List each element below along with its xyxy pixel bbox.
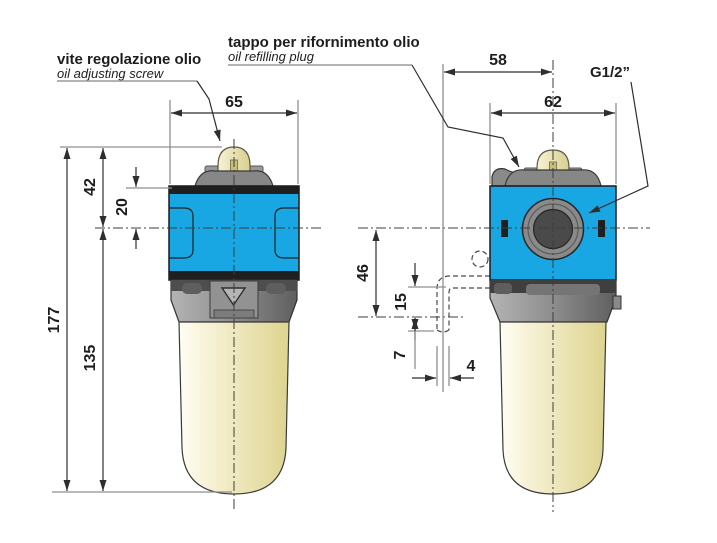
- leader-adjust-screw: [196, 80, 221, 142]
- dim-total-height: 177: [46, 148, 71, 491]
- left-body-groove-right: [274, 207, 299, 259]
- dim-axis-to-bottom: 135: [82, 229, 107, 491]
- dim-label-65: 65: [225, 94, 243, 111]
- label-refill-plug-en: oil refilling plug: [228, 49, 315, 64]
- left-ring-notch-left: [182, 283, 202, 294]
- dim-label-177: 177: [46, 307, 63, 334]
- dimensions: 65 62 58 177 42 135 20 46: [46, 52, 615, 491]
- dim-tube-below-level: 7: [392, 318, 419, 369]
- callout-port-size: G1/2”: [588, 64, 649, 214]
- dim-label-20: 20: [114, 198, 131, 216]
- label-refill-plug-it: tappo per rifornimento olio: [228, 34, 420, 51]
- left-unit-front-view: [95, 139, 322, 512]
- dim-label-58: 58: [489, 52, 507, 69]
- dim-label-4: 4: [467, 358, 476, 375]
- right-unit-side-view: [358, 60, 650, 512]
- dim-top-to-axis: 42: [82, 148, 107, 227]
- dim-axis-to-oil-level: 46: [355, 230, 380, 316]
- right-ring-inset: [526, 284, 600, 295]
- dim-plug-offset: 58: [444, 52, 552, 76]
- dim-label-46: 46: [355, 264, 372, 282]
- right-ring-notch: [494, 283, 512, 294]
- hidden-orifice-circle: [471, 250, 489, 268]
- dim-label-135: 135: [82, 345, 99, 372]
- callout-oil-adjusting-screw: vite regolazione olio oil adjusting scre…: [57, 51, 221, 142]
- callout-oil-refill-plug: tappo per rifornimento olio oil refillin…: [228, 34, 520, 168]
- label-adjust-screw-en: oil adjusting screw: [57, 66, 165, 81]
- label-adjust-screw-it: vite regolazione olio: [57, 51, 201, 68]
- left-body-groove-left: [169, 207, 194, 259]
- dim-label-62: 62: [544, 94, 562, 111]
- left-body-bottom-strip: [169, 271, 299, 280]
- dim-label-42: 42: [82, 178, 99, 196]
- tube-outer-line: [436, 275, 490, 330]
- dim-label-15: 15: [393, 293, 410, 311]
- dim-label-7: 7: [392, 350, 409, 359]
- hidden-oil-tube: [436, 250, 490, 333]
- left-ring-notch-right: [266, 283, 286, 294]
- leader-port-size: [588, 81, 649, 214]
- label-port-size: G1/2”: [590, 64, 630, 81]
- dim-tube-width: 4: [412, 358, 476, 382]
- tube-inner-line: [448, 287, 490, 330]
- tube-bottom-cap: [436, 329, 450, 333]
- right-ring-tab: [612, 295, 622, 310]
- dim-front-width: 65: [171, 94, 297, 117]
- left-oil-bowl: [178, 321, 290, 495]
- callouts: vite regolazione olio oil adjusting scre…: [57, 34, 649, 214]
- leader-refill-plug: [411, 64, 520, 168]
- dim-oil-level-upper: 15: [393, 263, 419, 340]
- dim-body-top-to-axis: 20: [114, 167, 140, 249]
- dim-side-width: 62: [491, 94, 615, 117]
- right-bowl-ring: [489, 279, 622, 323]
